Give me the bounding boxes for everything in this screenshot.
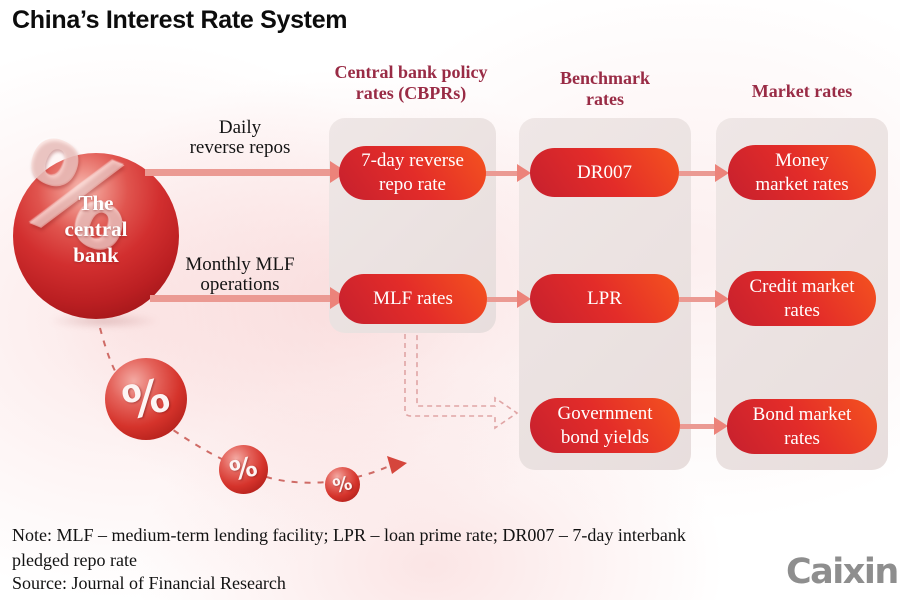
percent-ball-small: %	[325, 467, 360, 502]
footnote-line2: pledged repo rate	[12, 550, 137, 570]
arrowhead-icon	[715, 164, 729, 182]
caixin-logo: Caixin	[786, 552, 899, 592]
curve-arrowhead-icon	[387, 456, 407, 474]
source-line: Source: Journal of Financial Research	[12, 573, 286, 593]
page-title: China’s Interest Rate System	[12, 6, 348, 34]
arrowhead-icon	[714, 417, 728, 435]
arrow-lpr-to-credit	[679, 290, 729, 308]
node-mlf-rates: MLF rates	[339, 274, 487, 324]
node-credit-market-rates: Credit market rates	[728, 271, 876, 326]
arrowhead-icon	[715, 290, 729, 308]
arrow-dr007-to-money	[679, 164, 729, 182]
percent-ball-large: %	[105, 358, 187, 440]
arrow-shaft	[679, 170, 715, 176]
percent-icon: %	[226, 451, 261, 488]
arrow-repo-to-dr007	[485, 164, 531, 182]
label-daily-reverse-repos: Daily reverse repos	[189, 117, 291, 158]
node-reverse-repo-rate: 7-day reverse repo rate	[339, 146, 486, 200]
percent-icon: %	[330, 471, 355, 498]
node-lpr: LPR	[530, 274, 679, 323]
column-header-cbpr: Central bank policy rates (CBPRs)	[334, 62, 488, 103]
node-bond-market-rates: Bond market rates	[727, 399, 877, 454]
column-header-market: Market rates	[751, 81, 853, 101]
arrow-shaft	[485, 170, 517, 176]
dashed-arrow-outline	[404, 334, 519, 430]
column-header-benchmark: Benchmark rates	[560, 68, 650, 109]
arrow-mlf-to-lpr	[487, 290, 531, 308]
arrow-bank-to-mlf	[150, 287, 347, 309]
arrow-shaft	[145, 168, 330, 176]
footnote: Note: MLF – medium-term lending facility…	[12, 523, 812, 573]
central-bank-label: The central bank	[64, 191, 128, 267]
node-money-market-rates: Money market rates	[728, 145, 876, 200]
arrow-govbond-to-bondmarket	[680, 417, 728, 435]
node-government-bond-yields: Government bond yields	[530, 398, 680, 453]
node-dr007: DR007	[530, 148, 679, 197]
arrowhead-icon	[517, 164, 531, 182]
arrow-shaft	[680, 423, 714, 429]
arrow-shaft	[679, 296, 715, 302]
central-bank-sphere: % The central bank	[0, 110, 179, 319]
sphere-shadow	[48, 313, 160, 329]
footnote-line1: Note: MLF – medium-term lending facility…	[12, 525, 686, 545]
dashed-arrow-mlf-to-govbond	[404, 334, 519, 430]
arrowhead-icon	[517, 290, 531, 308]
arrow-bank-to-reverse-repo	[145, 161, 347, 183]
label-monthly-mlf-operations: Monthly MLF operations	[185, 254, 295, 295]
arrow-shaft	[487, 296, 517, 302]
percent-icon: %	[117, 367, 175, 431]
arrow-shaft	[150, 294, 330, 302]
percent-ball-medium: %	[219, 445, 268, 494]
